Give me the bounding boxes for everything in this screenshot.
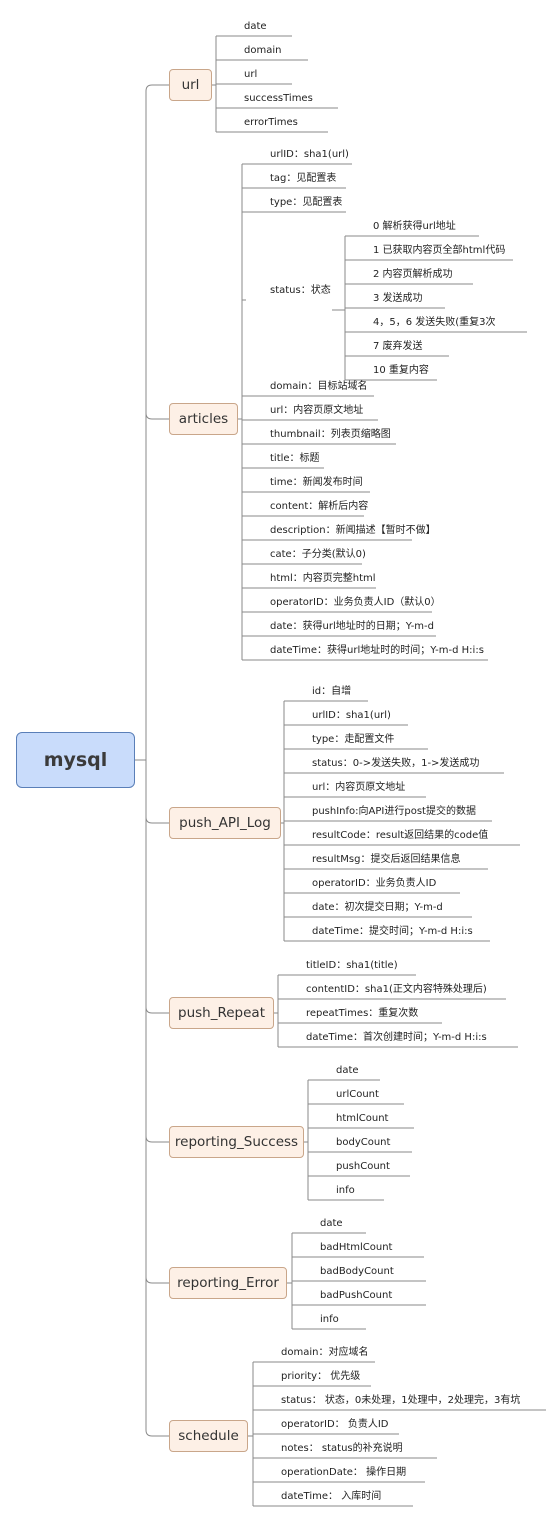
leaf-item[interactable]: dateTime：获得url地址时的时间；Y-m-d H:i:s: [270, 645, 484, 656]
leaf-item[interactable]: description：新闻描述【暂时不做】: [270, 525, 436, 536]
branch-connector: [145, 1135, 169, 1143]
status-value-item[interactable]: 7 废弃发送: [373, 341, 423, 352]
branch-label: push_Repeat: [178, 1005, 265, 1021]
leaf-item[interactable]: urlID：sha1(url): [270, 149, 349, 160]
leaf-item[interactable]: resultMsg：提交后返回结果信息: [312, 854, 461, 865]
branch-connector: [145, 412, 169, 420]
branch-connector: [145, 1276, 169, 1284]
leaf-item[interactable]: url：内容页原文地址: [270, 405, 364, 416]
branch-label: schedule: [178, 1428, 239, 1444]
leaf-item[interactable]: url: [244, 69, 258, 80]
leaf-item[interactable]: date：初次提交日期；Y-m-d: [312, 902, 443, 913]
leaf-item[interactable]: status：状态: [270, 285, 331, 296]
leaf-item[interactable]: dateTime：提交时间；Y-m-d H:i:s: [312, 926, 473, 937]
leaf-item[interactable]: html：内容页完整html: [270, 573, 376, 584]
branch-label: reporting_Success: [174, 1134, 299, 1150]
branch-connector: [145, 1006, 169, 1014]
leaf-item[interactable]: domain：对应域名: [281, 1347, 369, 1358]
status-value-item[interactable]: 0 解析获得url地址: [373, 221, 456, 232]
branch-label: url: [181, 77, 200, 93]
branch-label: articles: [178, 411, 229, 427]
leaf-item[interactable]: date: [320, 1218, 343, 1229]
branch-connector: [145, 816, 169, 824]
branch-node-push-api-log[interactable]: push_API_Log: [169, 807, 281, 839]
leaf-item[interactable]: info: [336, 1185, 355, 1196]
leaf-item[interactable]: date: [244, 21, 267, 32]
leaf-item[interactable]: id：自增: [312, 686, 352, 697]
leaf-item[interactable]: urlCount: [336, 1089, 379, 1100]
leaf-item[interactable]: url：内容页原文地址: [312, 782, 406, 793]
leaf-item[interactable]: domain: [244, 45, 282, 56]
leaf-item[interactable]: date: [336, 1065, 359, 1076]
branch-node-reporting-error[interactable]: reporting_Error: [169, 1267, 287, 1299]
leaf-item[interactable]: priority： 优先级: [281, 1371, 361, 1382]
leaf-item[interactable]: cate：子分类(默认0): [270, 549, 366, 560]
branch-connector: [145, 1429, 169, 1437]
leaf-item[interactable]: operatorID： 负责人ID: [281, 1419, 389, 1430]
leaf-item[interactable]: date：获得url地址时的日期；Y-m-d: [270, 621, 435, 632]
leaf-item[interactable]: badHtmlCount: [320, 1242, 393, 1253]
leaf-item[interactable]: operatorID：业务负责人ID（默认0）: [270, 597, 441, 608]
leaf-item[interactable]: pushCount: [336, 1161, 390, 1172]
leaf-item[interactable]: operatorID：业务负责人ID: [312, 878, 437, 889]
status-value-item[interactable]: 2 内容页解析成功: [373, 269, 453, 280]
branch-node-articles[interactable]: articles: [169, 403, 238, 435]
leaf-item[interactable]: titleID：sha1(title): [306, 960, 398, 971]
leaf-item[interactable]: badPushCount: [320, 1290, 393, 1301]
leaf-item[interactable]: status：0->发送失败，1->发送成功: [312, 758, 480, 769]
leaf-item[interactable]: badBodyCount: [320, 1266, 394, 1277]
branch-node-reporting-success[interactable]: reporting_Success: [169, 1126, 304, 1158]
leaf-item[interactable]: pushInfo:向API进行post提交的数据: [312, 806, 476, 817]
leaf-item[interactable]: content：解析后内容: [270, 501, 369, 512]
leaf-item[interactable]: resultCode：result返回结果的code值: [312, 830, 489, 841]
root-node-mysql[interactable]: mysql: [16, 732, 135, 788]
status-value-item[interactable]: 3 发送成功: [373, 293, 423, 304]
leaf-item[interactable]: contentID：sha1(正文内容特殊处理后): [306, 984, 487, 995]
leaf-item[interactable]: repeatTimes：重复次数: [306, 1008, 419, 1019]
leaf-item[interactable]: type：走配置文件: [312, 734, 395, 745]
leaf-item[interactable]: domain：目标站域名: [270, 381, 368, 392]
leaf-item[interactable]: tag：见配置表: [270, 173, 337, 184]
leaf-item[interactable]: successTimes: [244, 93, 313, 104]
leaf-item[interactable]: type：见配置表: [270, 197, 343, 208]
leaf-item[interactable]: title：标题: [270, 453, 320, 464]
leaf-item[interactable]: status： 状态，0未处理，1处理中，2处理完，3有坑: [281, 1395, 521, 1406]
branch-node-push-repeat[interactable]: push_Repeat: [169, 997, 274, 1029]
leaf-item[interactable]: bodyCount: [336, 1137, 391, 1148]
leaf-item[interactable]: dateTime：首次创建时间；Y-m-d H:i:s: [306, 1032, 487, 1043]
status-value-item[interactable]: 4，5，6 发送失败(重复3次: [373, 317, 496, 328]
leaf-item[interactable]: htmlCount: [336, 1113, 389, 1124]
leaf-item[interactable]: info: [320, 1314, 339, 1325]
leaf-item[interactable]: urlID：sha1(url): [312, 710, 391, 721]
status-value-item[interactable]: 1 已获取内容页全部html代码: [373, 245, 506, 256]
leaf-item[interactable]: time：新闻发布时间: [270, 477, 363, 488]
branch-node-schedule[interactable]: schedule: [169, 1420, 248, 1452]
status-value-item[interactable]: 10 重复内容: [373, 365, 429, 376]
leaf-item[interactable]: thumbnail：列表页缩略图: [270, 429, 391, 440]
branch-label: push_API_Log: [179, 815, 271, 831]
leaf-item[interactable]: operationDate： 操作日期: [281, 1467, 407, 1478]
leaf-item[interactable]: notes： status的补充说明: [281, 1443, 403, 1454]
leaf-item[interactable]: errorTimes: [244, 117, 298, 128]
branch-connector: [145, 84, 169, 92]
branch-node-url[interactable]: url: [169, 69, 212, 101]
branch-label: reporting_Error: [177, 1275, 279, 1291]
root-label: mysql: [43, 749, 108, 771]
leaf-item[interactable]: dateTime： 入库时间: [281, 1491, 382, 1502]
